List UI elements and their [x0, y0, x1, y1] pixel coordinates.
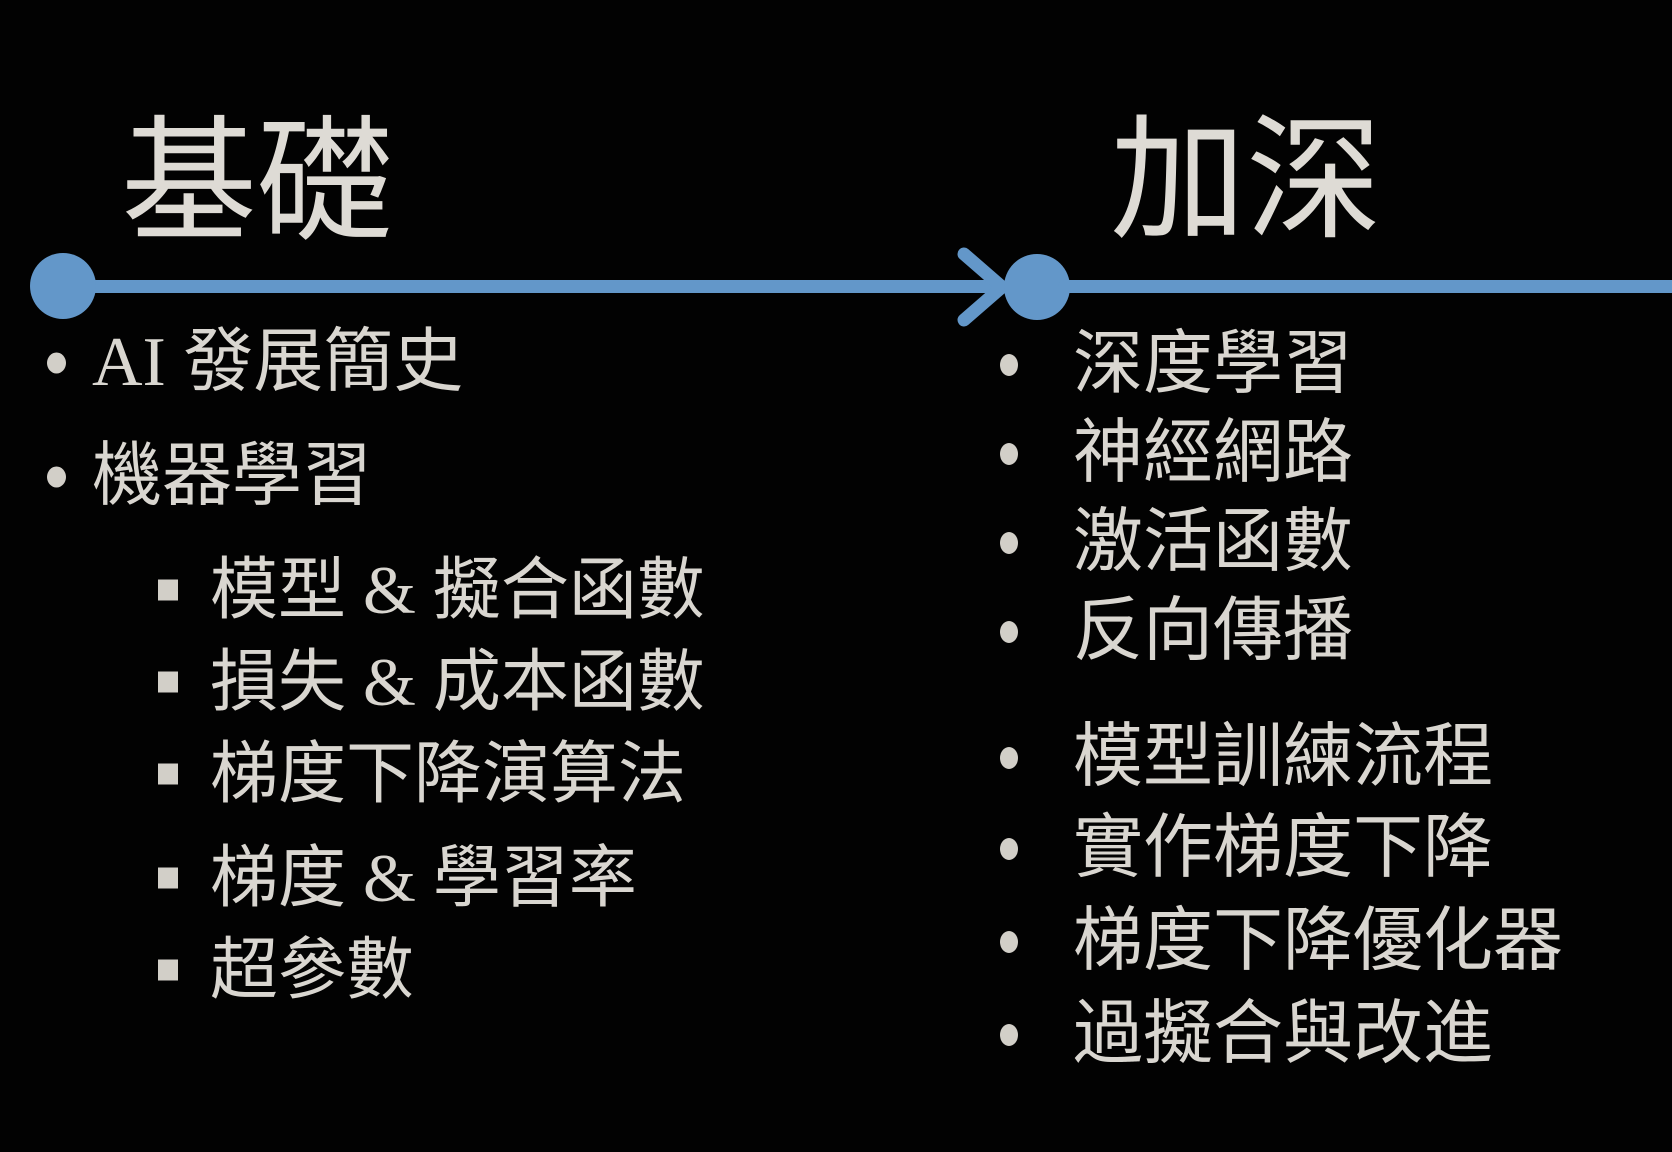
list-item-label: 過擬合與改進	[1073, 996, 1493, 1073]
list-subitem: 模型 & 擬合函數	[0, 547, 920, 633]
arrow-right-icon	[957, 247, 1009, 327]
list-subitem-label: 梯度 & 學習率	[210, 840, 637, 916]
timeline-line-right	[1058, 280, 1672, 293]
list-subitem-label: 梯度下降演算法	[210, 736, 687, 812]
list-item: 機器學習	[0, 433, 920, 521]
list-item: 過擬合與改進	[0, 990, 1672, 1079]
basics-list: AI 發展簡史 機器學習 模型 & 擬合函數 損失 & 成本函數 梯度下降演算法	[0, 319, 920, 1019]
section-title-basics: 基礎	[121, 109, 393, 259]
list-item-label: 模型訓練流程	[1073, 719, 1493, 796]
bullet-icon	[47, 352, 66, 374]
list-subitem: 梯度下降演算法	[0, 731, 920, 817]
bullet-icon	[1000, 620, 1018, 643]
list-item-label: 激活函數	[1073, 504, 1353, 581]
list-item: 神經網路	[0, 409, 1672, 498]
machine-learning-sublist: 模型 & 擬合函數 損失 & 成本函數 梯度下降演算法 梯度 & 學習率 超參數	[0, 547, 920, 1013]
bullet-icon	[1000, 1023, 1018, 1046]
bullet-icon	[1000, 353, 1018, 376]
square-bullet-icon	[158, 671, 178, 693]
timeline-node-left-icon	[30, 253, 96, 319]
list-item-label: 深度學習	[1073, 326, 1353, 403]
list-subitem: 超參數	[0, 927, 920, 1013]
list-item-group: 機器學習 模型 & 擬合函數 損失 & 成本函數 梯度下降演算法 梯度 & 學	[0, 433, 920, 1013]
list-item: 模型訓練流程	[0, 713, 1672, 802]
list-subitem-label: 超參數	[210, 932, 415, 1008]
list-subitem: 損失 & 成本函數	[0, 639, 920, 725]
bullet-icon	[1000, 531, 1018, 554]
list-subitem-label: 損失 & 成本函數	[210, 644, 705, 720]
list-item: 反向傳播	[0, 587, 1672, 676]
list-subitem-label: 模型 & 擬合函數	[210, 552, 705, 628]
list-item: 深度學習	[0, 320, 1672, 409]
bullet-icon	[1000, 837, 1018, 860]
list-item: 梯度下降優化器	[0, 897, 1672, 986]
list-item-label: 反向傳播	[1073, 593, 1353, 670]
bullet-icon	[1000, 442, 1018, 465]
list-item-label: AI 發展簡史	[92, 324, 464, 401]
bullet-icon	[1000, 930, 1018, 953]
list-item-label: 梯度下降優化器	[1073, 903, 1563, 980]
advanced-list: 深度學習 神經網路 激活函數 反向傳播 模型訓練流程 實作梯度下降 梯度下降優化…	[0, 320, 1672, 1079]
bullet-icon	[1000, 746, 1018, 769]
list-item: 激活函數	[0, 498, 1672, 587]
list-item-label: 神經網路	[1073, 415, 1353, 492]
section-title-advanced: 加深	[1110, 107, 1382, 257]
list-item: 實作梯度下降	[0, 804, 1672, 893]
list-item: AI 發展簡史	[0, 319, 920, 407]
timeline-line-left	[55, 280, 1000, 293]
list-item-label: 機器學習	[92, 438, 372, 515]
square-bullet-icon	[158, 579, 178, 601]
bullet-icon	[47, 466, 66, 488]
list-subitem: 梯度 & 學習率	[0, 835, 920, 921]
list-item-label: 實作梯度下降	[1073, 810, 1493, 887]
square-bullet-icon	[158, 867, 178, 889]
square-bullet-icon	[158, 959, 178, 981]
square-bullet-icon	[158, 763, 178, 785]
